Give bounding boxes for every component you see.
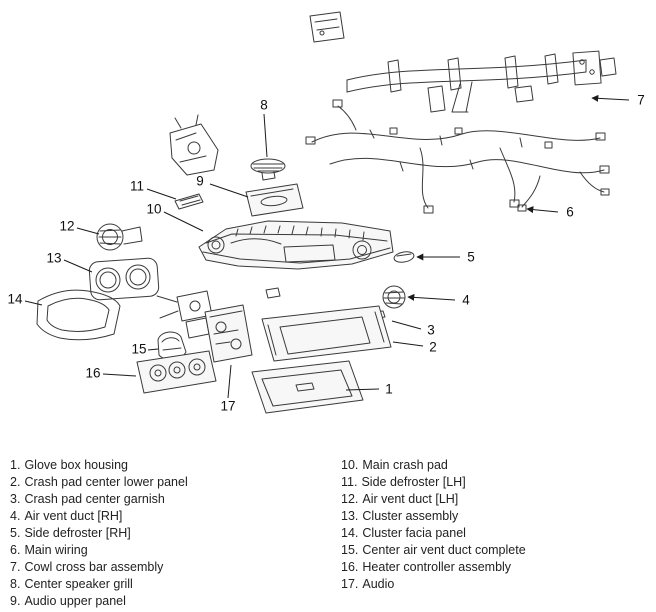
legend-item-label: Audio <box>362 577 395 591</box>
legend-item-label: Audio upper panel <box>24 594 126 608</box>
part-air-vent-duct-lh-art <box>96 223 143 251</box>
callout-leader-lines <box>24 94 630 399</box>
part-cowl-cross-bar-assembly-art <box>309 11 617 113</box>
part-main-crash-pad-art <box>198 220 394 270</box>
part-glove-box-housing-art <box>251 360 364 414</box>
diagram-line-art <box>24 11 630 414</box>
legend-item-label: Main wiring <box>24 543 88 557</box>
legend-item-label: Center speaker grill <box>24 577 133 591</box>
legend-item-number: 4. <box>10 509 21 523</box>
legend-column-left: 1.Glove box housing 2.Crash pad center l… <box>10 457 341 610</box>
legend-item: 13.Cluster assembly <box>341 508 650 525</box>
legend-item: 4.Air vent duct [RH] <box>10 508 341 525</box>
legend-item-number: 15. <box>341 543 359 557</box>
legend-item-number: 12. <box>341 492 359 506</box>
part-main-wiring-art <box>305 99 610 214</box>
legend-item-label: Center air vent duct complete <box>362 543 526 557</box>
legend-item-label: Heater controller assembly <box>362 560 512 574</box>
exploded-diagram: 1 2 3 4 5 6 7 8 9 10 <box>7 11 645 414</box>
part-cluster-facia-panel-art <box>36 289 121 341</box>
legend-item-label: Air vent duct [LH] <box>362 492 459 506</box>
legend-item-number: 10. <box>341 458 359 472</box>
legend-item: 16.Heater controller assembly <box>341 559 650 576</box>
legend-item-number: 6. <box>10 543 21 557</box>
legend-item: 7.Cowl cross bar assembly <box>10 559 341 576</box>
legend-item-label: Crash pad center garnish <box>24 492 165 506</box>
legend-item-number: 11. <box>341 475 358 489</box>
legend-item-label: Air vent duct [RH] <box>24 509 123 523</box>
part-heater-controller-assembly-art <box>136 350 217 394</box>
part-crash-pad-center-lower-panel-art <box>261 305 392 362</box>
legend-item: 11.Side defroster [LH] <box>341 474 650 491</box>
legend-item-number: 13. <box>341 509 359 523</box>
legend-item-label: Cluster assembly <box>362 509 459 523</box>
part-cluster-assembly-art <box>88 257 160 301</box>
legend-item-label: Cowl cross bar assembly <box>24 560 164 574</box>
part-side-defroster-rh-art <box>393 251 415 263</box>
legend-item: 9.Audio upper panel <box>10 593 341 610</box>
legend-item: 5.Side defroster [RH] <box>10 525 341 542</box>
legend-item-number: 9. <box>10 594 21 608</box>
legend-item-label: Cluster facia panel <box>362 526 466 540</box>
legend: 1.Glove box housing 2.Crash pad center l… <box>10 457 650 610</box>
legend-item-label: Side defroster [LH] <box>361 475 466 489</box>
legend-item-number: 1. <box>10 458 21 472</box>
legend-item: 2.Crash pad center lower panel <box>10 474 341 491</box>
part-air-vent-duct-rh-art <box>382 285 406 309</box>
legend-item-number: 5. <box>10 526 21 540</box>
legend-item-number: 16. <box>341 560 359 574</box>
legend-item-label: Side defroster [RH] <box>24 526 131 540</box>
legend-item: 8.Center speaker grill <box>10 576 341 593</box>
part-side-defroster-lh-art <box>174 193 204 210</box>
legend-column-right: 10.Main crash pad 11.Side defroster [LH]… <box>341 457 650 610</box>
part-column-switch-art <box>156 290 213 339</box>
legend-item: 6.Main wiring <box>10 542 341 559</box>
legend-item-number: 2. <box>10 475 21 489</box>
part-small-bracket-art <box>265 287 281 299</box>
legend-item: 12.Air vent duct [LH] <box>341 491 650 508</box>
legend-item: 1.Glove box housing <box>10 457 341 474</box>
legend-item-number: 14. <box>341 526 359 540</box>
legend-item: 15.Center air vent duct complete <box>341 542 650 559</box>
part-center-speaker-grill-art <box>250 158 286 181</box>
legend-item: 14.Cluster facia panel <box>341 525 650 542</box>
legend-item: 3.Crash pad center garnish <box>10 491 341 508</box>
legend-item-number: 7. <box>10 560 21 574</box>
legend-item-label: Glove box housing <box>24 458 128 472</box>
part-rear-duct-art <box>169 114 219 176</box>
legend-item-number: 8. <box>10 577 21 591</box>
part-audio-art <box>204 304 253 363</box>
legend-item-number: 3. <box>10 492 21 506</box>
legend-item-label: Main crash pad <box>362 458 448 472</box>
legend-item-label: Crash pad center lower panel <box>24 475 188 489</box>
legend-item: 10.Main crash pad <box>341 457 650 474</box>
legend-item-number: 17. <box>341 577 359 591</box>
part-audio-upper-panel-art <box>245 183 304 217</box>
legend-item: 17.Audio <box>341 576 650 593</box>
